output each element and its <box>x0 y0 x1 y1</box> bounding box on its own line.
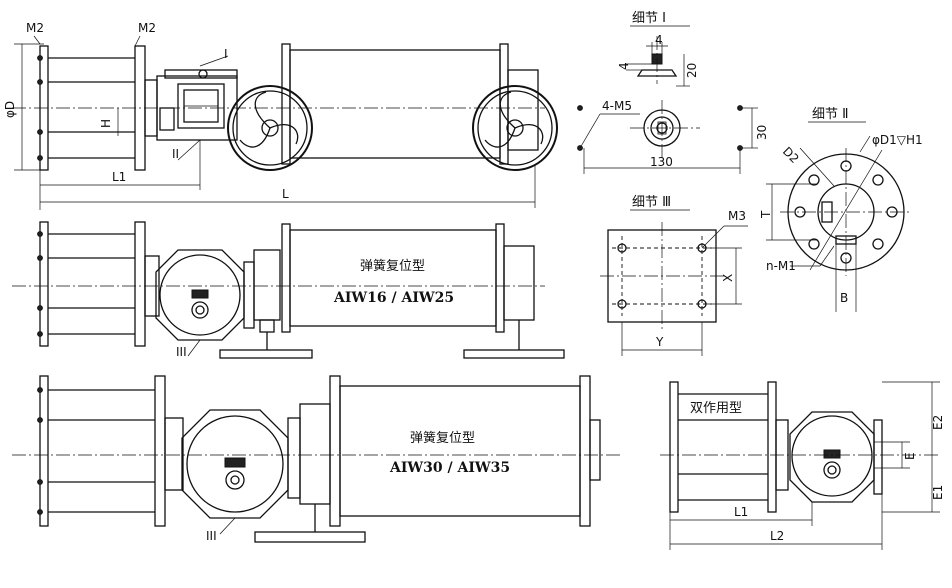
label-phi-d: φD <box>3 101 17 118</box>
middle-cylinder <box>289 229 497 327</box>
double-acting-gearbox <box>789 411 875 503</box>
detail-3: 细节 Ⅲ M3 X Y <box>600 195 748 356</box>
label-e1: E1 <box>931 485 945 500</box>
label-m5: 4-M5 <box>602 99 632 113</box>
label-detail-3-title: 细节 Ⅲ <box>632 195 671 210</box>
label-d1h1: φD1▽H1 <box>872 133 923 147</box>
label-y: Y <box>655 335 664 349</box>
label-detail-1-dim20: 20 <box>685 63 699 78</box>
label-l1-br: L1 <box>734 505 748 519</box>
label-e2: E2 <box>931 415 945 430</box>
label-double-acting: 双作用型 <box>690 401 742 416</box>
label-detail-2-title: 细节 Ⅱ <box>812 107 849 122</box>
detail-2: 细节 Ⅱ φD1▽H1 D2 T n-M1 B <box>759 107 923 312</box>
detail-1: 细节 Ⅰ 4 4 20 4-M5 130 30 <box>577 11 769 174</box>
label-spring-mid: 弹簧复位型 <box>360 258 425 274</box>
bottom-view: 弹簧复位型 AIW30 / AIW35 III <box>12 375 620 543</box>
top-cylinder <box>289 49 501 159</box>
label-l-top: L <box>282 187 289 201</box>
label-roman-3-mid: III <box>176 345 187 359</box>
label-model-bottom: AIW30 / AIW35 <box>389 460 510 476</box>
label-e: E <box>903 452 917 460</box>
label-m2-left: M2 <box>26 21 44 35</box>
label-detail-1-title: 细节 Ⅰ <box>632 11 666 26</box>
label-x: X <box>721 274 735 282</box>
label-dim130: 130 <box>650 155 673 169</box>
label-m3: M3 <box>728 209 746 223</box>
label-roman-3-bottom: III <box>206 529 217 543</box>
label-b: B <box>840 291 848 305</box>
label-dim30: 30 <box>755 125 769 140</box>
label-t: T <box>759 210 773 219</box>
label-roman-2: II <box>172 147 179 161</box>
label-d2: D2 <box>780 144 802 166</box>
label-nm1: n-M1 <box>766 259 796 273</box>
top-view: M2 M2 φD H L1 L I II <box>3 21 558 210</box>
bottom-cylinder <box>339 385 581 517</box>
top-handwheel-left <box>227 85 313 171</box>
label-m2-right: M2 <box>138 21 156 35</box>
label-l2-br: L2 <box>770 529 784 543</box>
top-cylinder-flange-left <box>281 43 291 165</box>
label-l1-top: L1 <box>112 170 126 184</box>
top-handwheel-right <box>472 85 558 171</box>
label-detail-1-dim4b: 4 <box>617 62 631 70</box>
double-acting-view: 双作用型 E E1 E2 L1 L2 <box>660 381 945 550</box>
middle-gearbox <box>155 249 245 341</box>
label-h: H <box>99 119 113 128</box>
bottom-gearbox <box>181 409 289 519</box>
label-detail-1-dim4: 4 <box>655 33 663 47</box>
label-roman-1: I <box>224 47 228 61</box>
label-model-mid: AIW16 / AIW25 <box>333 290 454 306</box>
label-spring-bottom: 弹簧复位型 <box>410 430 475 446</box>
middle-view: 弹簧复位型 AIW16 / AIW25 III <box>12 221 565 359</box>
